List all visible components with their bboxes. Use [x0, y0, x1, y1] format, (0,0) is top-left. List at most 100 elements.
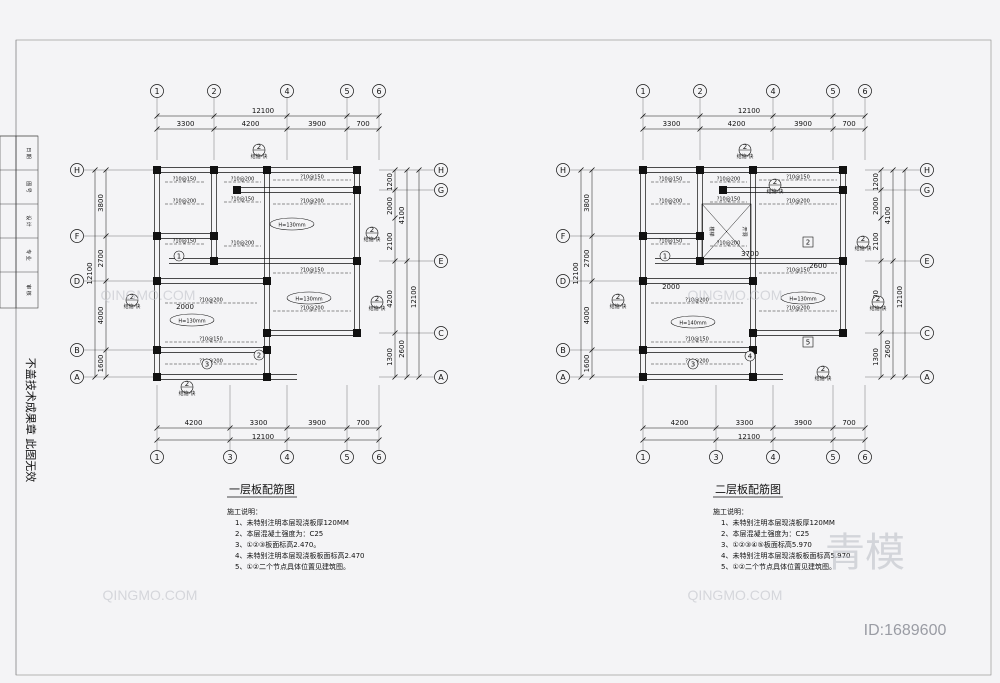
column [210, 166, 218, 174]
dim-tick [862, 126, 868, 132]
axis-bubble-label: H [438, 166, 444, 175]
room-number: 5 [806, 339, 810, 347]
column [639, 346, 647, 354]
axis-bubble-label: 4 [770, 87, 775, 96]
bottom-axis-bubble: 6 [372, 450, 386, 464]
dim-tick [404, 374, 410, 380]
column [353, 257, 361, 265]
axis-bubble-label: G [924, 186, 930, 195]
room-number: 3 [691, 361, 695, 369]
bottom-axis-bubble: 3 [223, 450, 237, 464]
axis-bubble-circle [636, 450, 650, 464]
watermark-en: QINGMO.COM [103, 587, 198, 603]
dim-tick [404, 167, 410, 173]
dim-tick [211, 113, 217, 119]
left-dim: 4000 [583, 307, 591, 325]
column [749, 329, 757, 337]
title-block-row-label: 日 期 [25, 147, 31, 159]
right-dim: 1200 [872, 173, 880, 191]
bottom-axis-bubble: 5 [340, 450, 354, 464]
dim-tick [890, 258, 896, 264]
axis-bubble-label: 2 [211, 87, 216, 96]
dim-tick [578, 374, 584, 380]
axis-bubble-label: 5 [344, 453, 349, 462]
column [353, 166, 361, 174]
detail-ref: 结施-快 [124, 303, 141, 310]
room-number-box [802, 336, 814, 348]
room-number-circle [253, 349, 265, 361]
column [353, 186, 361, 194]
bottom-axis-bubble: 5 [826, 450, 840, 464]
top-dim: 700 [842, 120, 855, 128]
dim-tick [392, 258, 398, 264]
axis-bubble-circle [434, 326, 448, 340]
dim-tick [392, 187, 398, 193]
detail-number: 2 [370, 226, 374, 234]
detail-callout: 2结施-快 [251, 143, 268, 160]
extra-dim: 2000 [176, 303, 194, 311]
detail-callout: 2结施-快 [179, 380, 196, 397]
column [263, 329, 271, 337]
rebar-label: ?10@200 [300, 199, 324, 205]
right-dim-outer: 4100 [398, 207, 406, 225]
dim-tick [404, 258, 410, 264]
bottom-dim: 3300 [736, 419, 754, 427]
slab-thickness-outline [286, 291, 332, 305]
axis-bubble-circle [709, 450, 723, 464]
axis-bubble-label: 1 [640, 87, 645, 96]
note-line: 2、本层混凝土强度为：C25 [235, 529, 323, 538]
rebar-label: ?10@200 [685, 298, 709, 304]
axis-bubble-label: H [74, 166, 80, 175]
bottom-dim: 4200 [671, 419, 689, 427]
dim-tick [392, 215, 398, 221]
axis-bubble-circle [150, 84, 164, 98]
plan-title: 一层板配筋图 [229, 482, 295, 496]
left-dim: 1600 [97, 355, 105, 373]
axis-bubble-circle [920, 254, 934, 268]
rebar-label: ?10@200 [786, 199, 810, 205]
title-block-row-label: 专 业 [25, 249, 32, 261]
slab-thickness-label: H=130mm [278, 223, 305, 229]
room-number-circle [173, 250, 185, 262]
dim-tick [697, 126, 703, 132]
slab-thickness-outline [780, 291, 826, 305]
stair-label: 开洞 [741, 226, 748, 236]
left-axis-bubble: D [556, 274, 570, 288]
top-axis-bubble: 2 [693, 84, 707, 98]
bottom-dim: 3300 [250, 419, 268, 427]
rebar-label: ?10@150 [300, 175, 324, 181]
axis-bubble-circle [434, 163, 448, 177]
column [263, 373, 271, 381]
axis-bubble-circle [766, 84, 780, 98]
rebar-label: ?10@150 [659, 239, 683, 245]
axis-bubble-circle [636, 84, 650, 98]
stair-cross [701, 203, 752, 260]
bottom-axis-bubble: 4 [280, 450, 294, 464]
note-line: 1、未特别注明本层现浇板厚120MM [235, 518, 349, 527]
detail-callout: 2结施-快 [737, 143, 754, 160]
dim-tick [103, 167, 109, 173]
slab-thickness-label: H=130mm [789, 297, 816, 303]
axis-bubble-circle [693, 84, 707, 98]
watermark-en: QINGMO.COM [101, 287, 196, 303]
axis-bubble-circle [372, 84, 386, 98]
left-total-dim: 12100 [572, 262, 580, 284]
title-block-row-label: 图 号 [25, 181, 31, 193]
bottom-axis-bubble: 1 [636, 450, 650, 464]
column [749, 277, 757, 285]
watermark-en: QINGMO.COM [688, 587, 783, 603]
axis-bubble-label: G [438, 186, 444, 195]
left-dim: 4000 [97, 307, 105, 325]
axis-bubble-circle [150, 450, 164, 464]
axis-bubble-label: A [74, 373, 80, 382]
axis-bubble-circle [280, 450, 294, 464]
right-dim: 1300 [872, 348, 880, 366]
top-dim: 3300 [177, 120, 195, 128]
slab-thickness-label: H=140mm [679, 321, 706, 327]
axis-bubble-circle [207, 84, 221, 98]
axis-bubble-label: 1 [154, 87, 159, 96]
dim-tick [890, 167, 896, 173]
